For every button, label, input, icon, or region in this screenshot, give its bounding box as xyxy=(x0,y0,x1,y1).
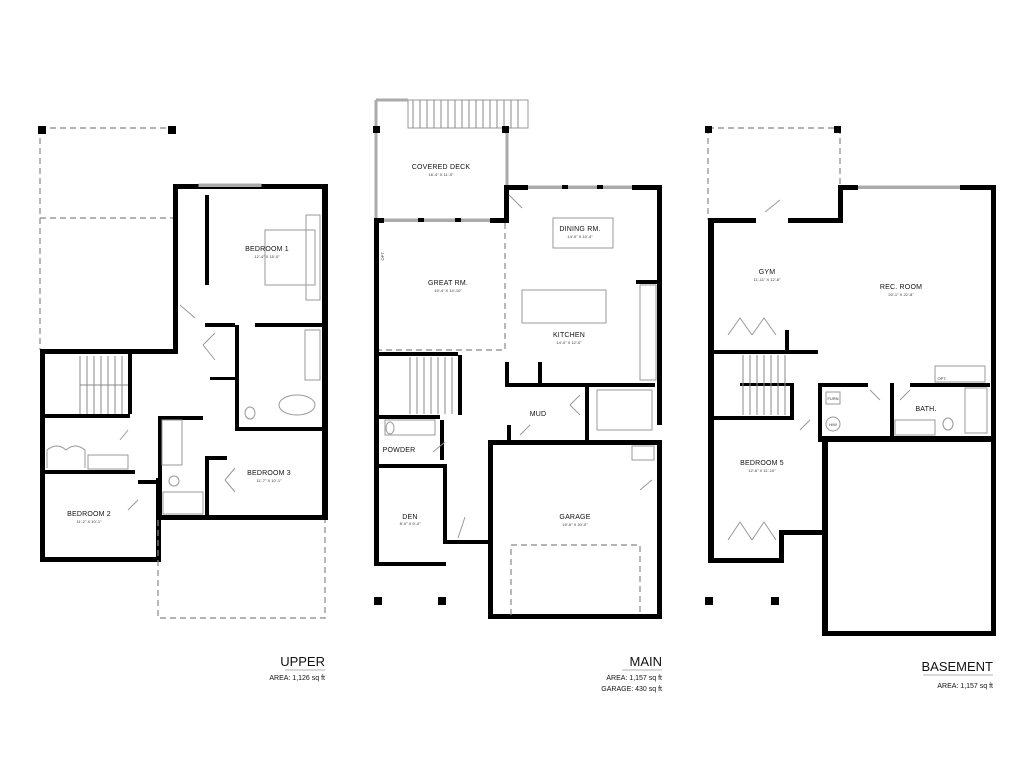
main-stairs xyxy=(409,357,453,414)
room-label-bedroom-5: BEDROOM 5 xyxy=(740,460,784,467)
opt-counter xyxy=(934,365,986,383)
toilet-icon xyxy=(942,417,954,431)
room-label-great-room: GREAT RM. xyxy=(428,280,468,287)
room-dims-gym: 11'-11" X 12'-8" xyxy=(754,277,781,282)
furnace-icon xyxy=(825,391,841,405)
main-fixtures xyxy=(374,194,657,615)
vanity-icon xyxy=(304,329,321,381)
furn-label: FURN xyxy=(827,396,838,401)
hw-label: H/W xyxy=(829,422,837,427)
main-covered-deck xyxy=(373,98,529,220)
room-dims-rec-room: 20'-1" X 22'-8" xyxy=(888,292,914,297)
opt-label: OPT. xyxy=(938,376,947,381)
room-dims-dining: 14'-0" X 10'-4" xyxy=(567,234,593,239)
main-floor-plan: COVERED DECK 16'-4" X 11'-0" DINING RM. … xyxy=(373,98,663,693)
room-label-bedroom-2: BEDROOM 2 xyxy=(67,511,111,518)
room-label-dining: DINING RM. xyxy=(559,226,600,233)
floor-title-basement: BASEMENT xyxy=(921,659,993,674)
room-dims-kitchen: 14'-0" X 12'-0" xyxy=(556,340,582,345)
floor-area-upper: AREA: 1,126 sq ft xyxy=(269,675,325,682)
basement-walls xyxy=(708,185,996,636)
basement-floor-plan: GYM 11'-11" X 12'-8" REC. ROOM 20'-1" X … xyxy=(705,126,996,690)
kitchen-counter xyxy=(639,284,657,381)
room-dims-bedroom-5: 12'-6" X 11'-10" xyxy=(748,468,776,473)
room-label-mud: MUD xyxy=(530,411,547,418)
kitchen-island xyxy=(521,289,607,324)
toilet-icon xyxy=(244,406,256,420)
room-label-den: DEN xyxy=(402,514,417,521)
room-dims-bedroom-3: 11'-7" X 10'-1" xyxy=(257,478,283,483)
basement-deck-outline xyxy=(705,126,841,220)
toilet-icon xyxy=(168,475,180,487)
floor-area-main: AREA: 1,157 sq ft xyxy=(606,675,662,682)
powder-vanity xyxy=(384,419,436,436)
main-walls xyxy=(374,185,662,619)
basement-room-labels: GYM 11'-11" X 12'-8" REC. ROOM 20'-1" X … xyxy=(740,269,946,473)
garage-area-main: GARAGE: 430 sq ft xyxy=(601,686,662,693)
floor-area-basement: AREA: 1,157 sq ft xyxy=(937,683,993,690)
upper-open-to-below-outline xyxy=(38,126,176,350)
double-vanity-icon xyxy=(161,419,183,466)
upper-room-labels: BEDROOM 1 12'-4" X 15'-0" BEDROOM 2 11'-… xyxy=(67,246,291,524)
room-label-bedroom-1: BEDROOM 1 xyxy=(245,246,289,253)
upper-floor-plan: BEDROOM 1 12'-4" X 15'-0" BEDROOM 2 11'-… xyxy=(38,126,328,682)
bathtub-icon xyxy=(162,491,204,515)
floor-title-main: MAIN xyxy=(630,654,663,669)
room-label-covered-deck: COVERED DECK xyxy=(412,164,471,171)
upper-fixtures xyxy=(46,214,326,619)
basement-stairs xyxy=(742,355,786,415)
room-label-gym: GYM xyxy=(759,269,776,276)
room-dims-great-room: 19'-4" X 14'-10" xyxy=(434,288,462,293)
shower-icon xyxy=(964,387,988,434)
room-dims-bedroom-1: 12'-4" X 15'-0" xyxy=(254,254,280,259)
room-label-rec-room: REC. ROOM xyxy=(880,284,922,291)
upper-stairs xyxy=(79,356,128,414)
bath-vanity xyxy=(894,419,936,436)
room-label-bedroom-3: BEDROOM 3 xyxy=(247,470,291,477)
water-heater-icon xyxy=(825,416,841,432)
room-label-garage: GARAGE xyxy=(559,514,590,521)
room-dims-den: 8'-0" X 9'-4" xyxy=(400,521,421,526)
room-dims-garage: 19'-6" X 20'-0" xyxy=(562,522,588,527)
room-label-powder: POWDER xyxy=(383,447,416,454)
dining-table-icon xyxy=(552,217,614,249)
toilet-icon xyxy=(385,421,395,435)
main-room-labels: COVERED DECK 16'-4" X 11'-0" DINING RM. … xyxy=(380,164,600,527)
garage-sink xyxy=(631,445,655,461)
opt-label: OPT. xyxy=(380,252,385,261)
room-dims-bedroom-2: 11'-2" X 10'-1" xyxy=(77,519,103,524)
floor-title-upper: UPPER xyxy=(280,654,325,669)
room-label-bath: BATH. xyxy=(915,406,936,413)
basement-fixtures xyxy=(705,199,988,605)
room-dims-covered-deck: 16'-4" X 11'-0" xyxy=(429,172,455,177)
bathtub-icon xyxy=(278,394,316,416)
pantry-counter xyxy=(596,389,653,431)
upper-walls xyxy=(40,183,328,562)
room-label-kitchen: KITCHEN xyxy=(553,332,585,339)
